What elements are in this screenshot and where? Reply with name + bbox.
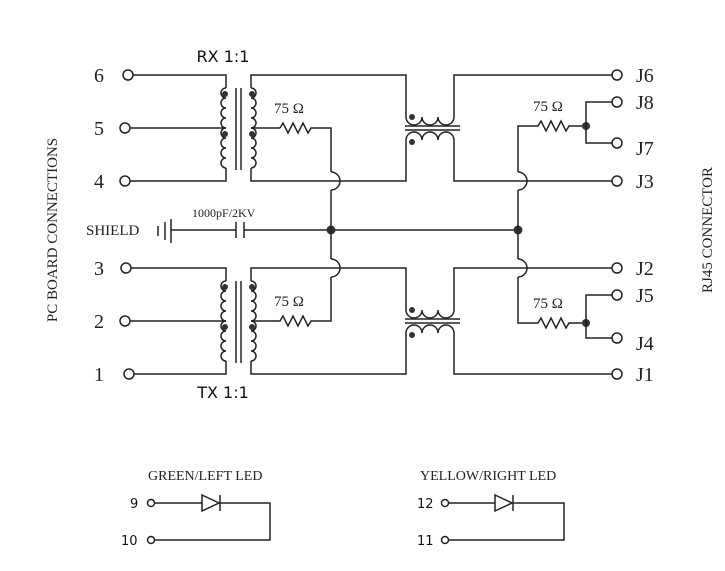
shield-label: SHIELD [86, 223, 139, 239]
rj-resistor-top-label: 75 Ω [533, 99, 563, 115]
rj45-connector-label: RJ45 CONNECTOR [700, 167, 716, 293]
led-title: YELLOW/RIGHT LED [420, 469, 556, 484]
svg-text:J7: J7 [636, 138, 654, 160]
svg-text:J1: J1 [636, 364, 654, 386]
rj45-pin-j6: J6 [611, 65, 654, 87]
rx-choke [405, 74, 612, 182]
svg-text:5: 5 [94, 118, 104, 140]
svg-text:1: 1 [94, 364, 104, 386]
rx-resistor [279, 121, 332, 172]
svg-text:J3: J3 [636, 171, 654, 193]
led-title: GREEN/LEFT LED [148, 469, 262, 484]
pc-pin-4: 4 [94, 171, 131, 193]
svg-text:J8: J8 [636, 92, 654, 114]
rx-bottom-wire [250, 168, 331, 182]
svg-text:4: 4 [94, 171, 104, 193]
pc-pin-1: 1 [94, 364, 135, 386]
rj-resistor-bottom-label: 75 Ω [533, 296, 563, 312]
tx-resistor [251, 277, 332, 328]
tx-transformer-label: TX 1:1 [196, 383, 249, 402]
tx-choke [405, 267, 612, 375]
svg-text:J5: J5 [636, 285, 654, 307]
rx-top-wire [250, 74, 407, 117]
pc-pin-6: 6 [94, 65, 134, 87]
pc-board-label: PC BOARD CONNECTIONS [45, 138, 61, 322]
capacitor-label: 1000pF/2KV [192, 206, 256, 220]
led-pin-anode: 9 [130, 497, 138, 512]
rj-resistor-top [517, 119, 586, 172]
rj45-pin-j8: J8 [611, 92, 654, 114]
capacitor-icon [235, 222, 245, 238]
led-pin-cathode: 11 [417, 534, 434, 549]
rx-transformer [130, 74, 257, 182]
rj45-pin-j5: J5 [611, 285, 654, 307]
pc-pin-3: 3 [94, 258, 132, 280]
diode-icon [494, 493, 514, 513]
rj-resistor-bottom [517, 277, 586, 330]
led-pin-anode: 12 [417, 497, 434, 512]
green-left-led: GREEN/LEFT LED 9 10 [121, 469, 271, 549]
diode-icon [201, 493, 221, 513]
svg-text:J6: J6 [636, 65, 654, 87]
tx-resistor-label: 75 Ω [274, 294, 304, 310]
svg-text:6: 6 [94, 65, 104, 87]
pc-pin-5: 5 [94, 118, 131, 140]
led-pin-cathode: 10 [121, 534, 138, 549]
rx-transformer-label: RX 1:1 [197, 47, 250, 66]
rj45-pin-j7: J7 [611, 137, 654, 160]
svg-text:2: 2 [94, 311, 104, 333]
rj45-pin-j1: J1 [611, 364, 654, 386]
rj45-pin-j3: J3 [611, 171, 654, 193]
shield-ground-icon [157, 219, 172, 243]
rj45-pin-j4: J4 [611, 332, 654, 355]
svg-text:J4: J4 [636, 333, 654, 355]
yellow-right-led: YELLOW/RIGHT LED 12 11 [417, 469, 565, 549]
pc-pin-2: 2 [94, 311, 131, 333]
svg-text:J2: J2 [636, 258, 654, 280]
svg-text:3: 3 [94, 258, 104, 280]
rj45-pin-j2: J2 [611, 258, 654, 280]
tx-transformer [130, 267, 257, 375]
rx-resistor-label: 75 Ω [274, 101, 304, 117]
